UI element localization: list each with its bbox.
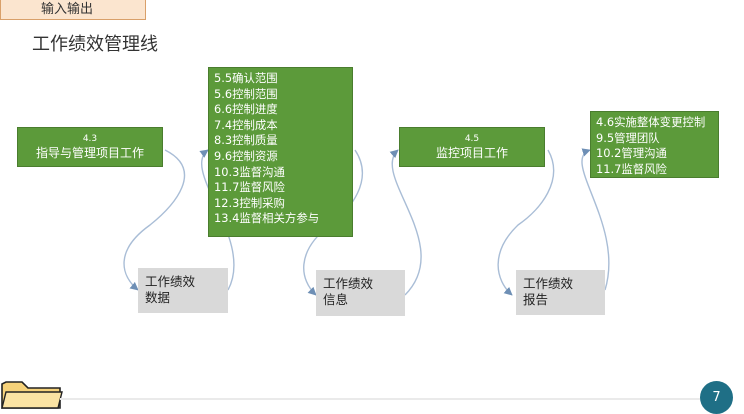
process-monitor-control: 4.5 监控项目工作 [399, 127, 545, 167]
process-label: 监控项目工作 [435, 146, 508, 160]
control-process-item: 13.4监督相关方参与 [214, 211, 320, 226]
control-process-item: 9.6控制资源 [214, 148, 278, 163]
io-tab[interactable]: 输入输出 [0, 0, 146, 20]
final-process-item: 10.2管理沟通 [596, 146, 667, 161]
work-performance-report: 工作绩效 报告 [516, 270, 605, 315]
artifact-line: 信息 [323, 292, 349, 307]
arrow-info-to-monitor [389, 149, 422, 296]
artifact-line: 工作绩效 [323, 276, 374, 291]
work-performance-data: 工作绩效 数据 [138, 268, 228, 313]
control-process-item: 10.3监督沟通 [214, 164, 285, 179]
artifact-line: 工作绩效 [145, 274, 196, 289]
control-process-item: 5.5确认范围 [214, 71, 278, 85]
process-number: 4.3 [82, 134, 98, 144]
process-label: 指导与管理项目工作 [35, 146, 144, 160]
control-process-item: 5.6控制范围 [214, 86, 278, 101]
artifact-line: 工作绩效 [523, 276, 574, 291]
final-process-item: 4.6实施整体变更控制 [596, 115, 706, 129]
arrow-report-to-final [581, 148, 610, 291]
control-processes-box: 5.5确认范围 5.6控制范围 6.6控制进度 7.4控制成本 8.3控制质量 … [208, 67, 353, 237]
control-process-item: 6.6控制进度 [214, 102, 278, 117]
final-process-item: 11.7监督风险 [596, 161, 667, 176]
process-direct-manage: 4.3 指导与管理项目工作 [17, 127, 163, 167]
process-number: 4.5 [464, 134, 480, 144]
control-process-item: 12.3控制采购 [214, 195, 285, 210]
arrow-monitor-to-report [497, 149, 555, 296]
artifact-line: 报告 [523, 292, 549, 307]
final-processes-box: 4.6实施整体变更控制 9.5管理团队 10.2管理沟通 11.7监督风险 [590, 111, 719, 178]
final-process-item: 9.5管理团队 [596, 130, 660, 145]
page-number-badge: 7 [700, 381, 733, 414]
footer-divider [60, 398, 700, 400]
work-performance-info: 工作绩效 信息 [316, 270, 405, 316]
page-title: 工作绩效管理线 [32, 34, 158, 55]
artifact-line: 数据 [145, 290, 171, 305]
folder-icon[interactable] [0, 374, 64, 410]
control-process-item: 8.3控制质量 [214, 133, 278, 148]
control-process-item: 11.7监督风险 [214, 180, 285, 195]
control-process-item: 7.4控制成本 [214, 117, 278, 132]
arrow-direct-to-data [123, 149, 186, 291]
